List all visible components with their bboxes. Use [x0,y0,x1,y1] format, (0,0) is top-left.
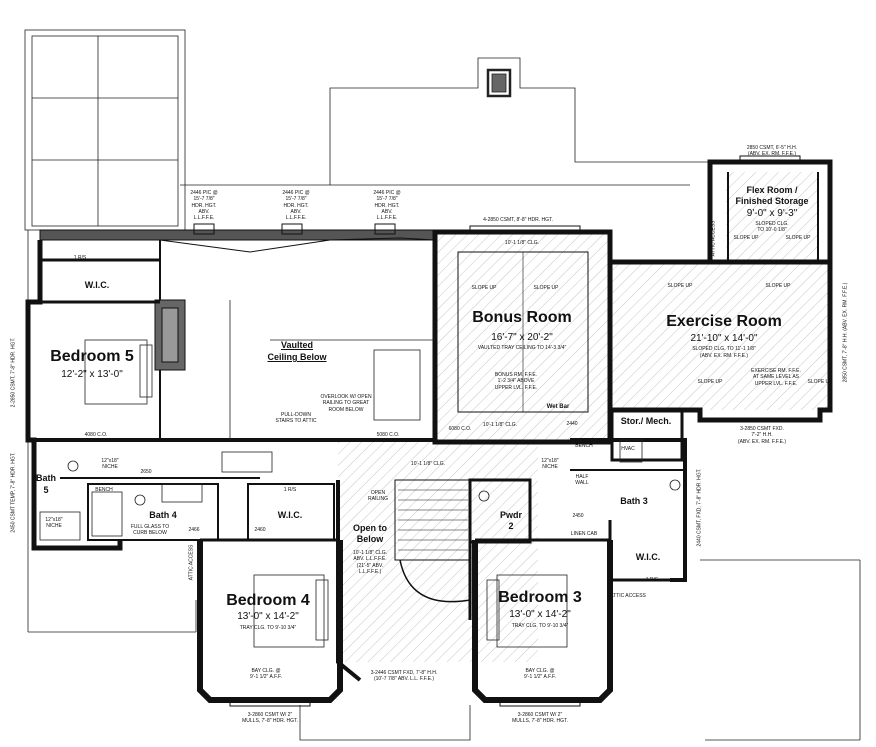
window-note-exercise-2: 3-2850 CSMT FXD.7'-2" H.H.(ABV. EX. RM. … [737,426,787,445]
flex-room-label1: Flex Room / [746,185,798,195]
stor-mech-label: Stor./ Mech. [620,416,672,426]
window-note-open: 3-2446 CSMT FXD, 7'-8" H.H.(10'-7 7/8" A… [370,670,438,683]
wic4-label: W.I.C. [277,510,303,520]
niche-note-1: 12"x18"NICHE [101,458,119,471]
bath5-number: 5 [43,485,49,495]
bench-note-1: BENCH [95,487,113,493]
window-note-exercise: 2850 CSMT, 7'-8" H.H. (ABV. EX. RM. F.F.… [842,282,849,383]
bedroom3-note: TRAY CLG. TO 9'-10 3/4" [511,623,569,629]
co-note-1: 4080 C.O. [84,432,108,438]
bath4-label: Bath 4 [149,510,177,520]
vaulted-label: Vaulted [280,340,314,350]
window-note-bedroom5: 2-2850 CSMT, 7'-8" HDR. HGT. [10,337,17,408]
bonus-room-dims: 16'-7" x 20'-2" [491,332,553,343]
flex-room-dims: 9'-0" x 9'-3" [746,208,798,219]
flex-room-note1: SLOPED CLG. [755,221,789,227]
exercise-room-dims: 21'-10" x 14'-0" [690,333,758,344]
slope-up-3: SLOPE UP [733,235,759,241]
bay-note-bedroom3: BAY CLG. @9'-1 1/2" A.F.F. [524,668,556,681]
bedroom4-label: Bedroom 4 [226,592,310,609]
open-to-label: Open to [353,523,387,533]
bedroom5-dims: 12'-2" x 13'-0" [61,369,123,380]
niche-note-3: 12"x18"NICHE [541,458,559,471]
bedroom4-note: TRAY CLG. TO 9'-10 3/4" [239,625,297,631]
rs-note-wic4: 1 R/S [283,487,297,493]
hatched-zones [338,172,828,662]
pic-note-1: 2446 PIC @15'-7 7/8"HDR. HGT.ABV.L.L.F.F… [190,190,218,221]
slope-up-6: SLOPE UP [765,283,791,289]
wet-bar-label: Wet Bar [546,404,570,410]
rs-note-wic3: 1 R/S [645,577,659,583]
door-size-2450: 2450 [572,513,584,519]
rs-note-top: 1 R/S [73,255,87,261]
bath5-label: Bath [36,473,56,483]
window-note-bedroom3: 3-2860 CSMT W/ 2"MULLS, 7'-8" HDR. HGT. [512,712,568,725]
door-size-2440: 2440 [566,421,578,427]
window-note-bath5: 2450 CSMT TEMP, 7'-8" HDR. HGT. [10,452,17,533]
bedroom4-dims: 13'-0" x 14'-2" [237,611,299,622]
flex-window-note: 2850 CSMT, 6'-5" H.H.(ABV. EX. RM. F.F.E… [746,145,798,158]
bay-note-bedroom4: BAY CLG. @9'-1 1/2" A.F.F. [250,668,282,681]
bedroom3-dims: 13'-0" x 14'-2" [509,609,571,620]
flex-room-label2: Finished Storage [735,196,809,206]
exercise-room-label: Exercise Room [666,313,782,330]
slope-up-5: SLOPE UP [667,283,693,289]
wic-top-label: W.I.C. [84,280,110,290]
flex-room-note2: TO 10'-0 1/8" [757,227,787,233]
bench-note-2: BENCH [575,443,593,449]
clg-note-3: 10'-1 1/8" CLG. [410,461,446,467]
pic-note-2: 2446 PIC @15'-7 7/8"HDR. HGT.ABV.L.L.F.F… [282,190,310,221]
open-below-label: Below [356,534,384,544]
bedroom5-label: Bedroom 5 [50,348,134,365]
window-note-bath3: 2440 CSMT, FXD, 7'-8" HDR. HGT. [696,468,703,547]
clg-open-note: 10'-1 1/8" CLG.ABV. L.L.F.F.E.(21'-5" AB… [352,550,388,575]
bath3-label: Bath 3 [620,496,648,506]
exercise-room-note2: (ABV. EX. RM. F.F.E.) [699,353,749,359]
door-size-2460: 2460 [254,527,266,533]
bedroom3-label: Bedroom 3 [498,589,582,606]
slope-up-2: SLOPE UP [533,285,559,291]
niche-note-2: 12"x18"NICHE [45,517,63,530]
slope-up-1: SLOPE UP [471,285,497,291]
clg-note-2: 10'-1 1/8" CLG. [482,422,518,428]
furniture [39,300,681,648]
vaulted-ceiling-label: Ceiling Below [267,352,327,362]
exercise-room-note1: SLOPED CLG. TO 11'-1 1/8" [692,346,756,352]
slope-up-7: SLOPE UP [697,379,723,385]
slope-up-8: SLOPE UP [807,379,833,385]
door-size-2466: 2466 [188,527,200,533]
pic-note-3: 2446 PIC @15'-7 7/8"HDR. HGT.ABV.L.L.F.F… [373,190,401,221]
attic-access-note-3: ATTIC ACCESS [610,593,646,599]
attic-access-note-1: ATTIC ACCESS [188,544,195,581]
slope-up-4: SLOPE UP [785,235,811,241]
linen-note: LINEN CAB [570,531,598,537]
co-note-2: 5080 C.O. [376,432,400,438]
pwdr-number: 2 [508,521,514,531]
pwdr-label: Pwdr [499,510,523,520]
bonus-room-note: VAULTED TRAY CEILING TO 14'-3 3/4" [477,345,567,351]
co-note-3: 6080 C.O. [448,426,472,432]
attic-access-note-2: ATTIC ACCESS [710,220,717,257]
hvac-note: HVAC [621,446,635,452]
wic3-label: W.I.C. [635,552,661,562]
bonus-room-label: Bonus Room [472,309,572,326]
walls [25,155,833,707]
door-size-2650: 2650 [140,469,152,475]
bonus-window-note: 4-2850 CSMT, 8'-8" HDR. HGT. [483,217,553,223]
clg-note-1: 10'-1 1/8" CLG. [504,240,540,246]
window-note-bedroom4: 3-2860 CSMT W/ 2"MULLS, 7'-8" HDR. HGT. [242,712,298,725]
